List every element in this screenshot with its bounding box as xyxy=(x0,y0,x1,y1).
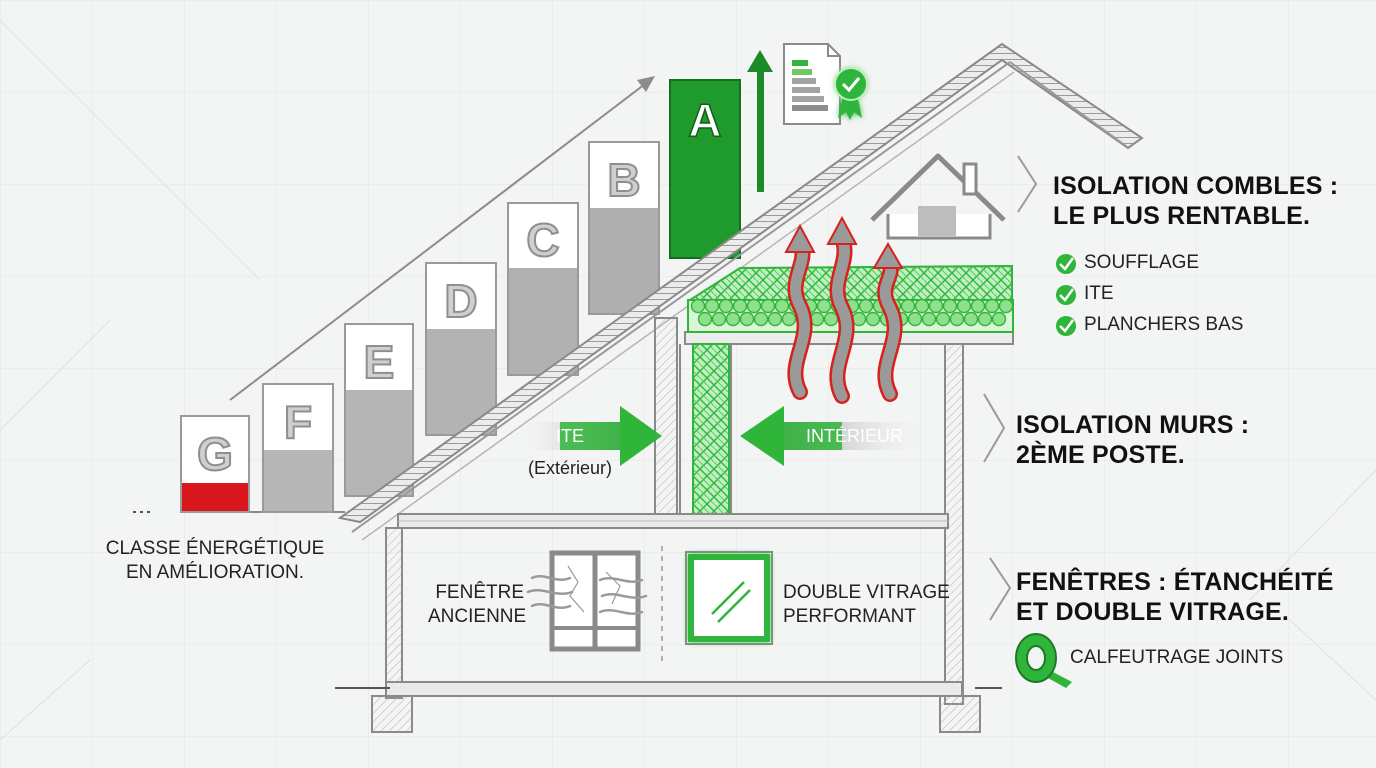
checklist-label: PLANCHERS BAS xyxy=(1084,314,1244,335)
check-icon xyxy=(1056,254,1076,274)
insulation-roll xyxy=(823,311,839,327)
insulation-roll xyxy=(956,298,972,314)
insulation-roll xyxy=(725,311,741,327)
combles-heading: ISOLATION COMBLES : LE PLUS RENTABLE. xyxy=(1053,171,1338,231)
insulation-roll xyxy=(949,311,965,327)
insulation-roll xyxy=(928,298,944,314)
insulation-roll xyxy=(900,298,916,314)
interior-arrow xyxy=(740,406,930,466)
energy-class-bar-b: B xyxy=(588,141,660,315)
checklist-label: SOUFFLAGE xyxy=(1084,252,1200,273)
insulation-roll xyxy=(732,298,748,314)
energy-class-caption: CLASSE ÉNERGÉTIQUE EN AMÉLIORATION. xyxy=(100,537,330,585)
interior-label: INTÉRIEUR xyxy=(806,426,904,446)
tape-label: CALFEUTRAGE JOINTS xyxy=(1070,647,1283,669)
insulation-roll xyxy=(970,298,986,314)
insulation-roll xyxy=(697,311,713,327)
insulation-roll xyxy=(935,311,951,327)
check-icon xyxy=(1056,285,1076,305)
caption-line: CLASSE ÉNERGÉTIQUE xyxy=(105,538,325,559)
insulation-roll xyxy=(753,311,769,327)
section-chevrons xyxy=(983,155,1038,621)
energy-class-bar-c: C xyxy=(507,202,579,376)
energy-class-letter: D xyxy=(444,275,477,327)
ite-arrow xyxy=(520,406,662,466)
checklist-item: PLANCHERS BAS xyxy=(1084,314,1243,336)
label-line: FENÊTRE xyxy=(435,582,524,603)
checklist-item: ITE xyxy=(1084,283,1114,305)
old-window xyxy=(526,550,648,652)
energy-class-letter: E xyxy=(364,336,395,388)
certificate-icon xyxy=(783,43,868,125)
energy-class-bar-e: E xyxy=(344,323,414,497)
insulation-roll xyxy=(977,311,993,327)
insulation-roll xyxy=(921,311,937,327)
tape-label-text: CALFEUTRAGE JOINTS xyxy=(1070,647,1284,668)
energy-class-letter: C xyxy=(526,214,559,266)
energy-class-bar-f: F xyxy=(262,383,334,513)
label-line: DOUBLE VITRAGE xyxy=(783,582,950,603)
heading-line: FENÊTRES : ÉTANCHÉITÉ xyxy=(1016,568,1334,596)
insulation-roll xyxy=(718,298,734,314)
insulation-roll xyxy=(781,311,797,327)
energy-class-bar-a: A xyxy=(669,79,741,259)
heat-arrow-icon xyxy=(784,215,904,404)
insulation-roll xyxy=(746,298,762,314)
new-window xyxy=(685,551,773,645)
insulation-roll xyxy=(991,311,1007,327)
insulation-roll xyxy=(914,298,930,314)
insulation-roll xyxy=(690,298,706,314)
energy-class-bar-d: D xyxy=(425,262,497,436)
heading-line: ISOLATION MURS : xyxy=(1016,411,1250,439)
insulation-roll xyxy=(704,298,720,314)
energy-class-letter: A xyxy=(688,94,721,146)
heading-line: LE PLUS RENTABLE. xyxy=(1053,202,1311,230)
heading-line: 2ÈME POSTE. xyxy=(1016,441,1185,469)
insulation-roll xyxy=(774,298,790,314)
checklist-label: ITE xyxy=(1084,283,1114,304)
label-line: PERFORMANT xyxy=(783,606,916,627)
new-window-label: DOUBLE VITRAGE PERFORMANT xyxy=(783,581,950,629)
caption-line: EN AMÉLIORATION. xyxy=(125,562,305,583)
insulation-roll xyxy=(711,311,727,327)
ite-sub-label: (Extérieur) xyxy=(528,458,613,478)
check-icon xyxy=(1056,316,1076,336)
fenetres-heading: FENÊTRES : ÉTANCHÉITÉ ET DOUBLE VITRAGE. xyxy=(1016,567,1334,627)
up-arrow-icon xyxy=(747,50,773,192)
background-lines xyxy=(0,19,1376,741)
insulation-roll xyxy=(865,311,881,327)
heading-line: ET DOUBLE VITRAGE. xyxy=(1016,598,1290,626)
ite-label: ITE xyxy=(556,426,585,446)
house-structure xyxy=(335,317,1014,733)
insulation-roll xyxy=(907,311,923,327)
insulation-roll xyxy=(760,298,776,314)
old-window-label: FENÊTRE ANCIENNE xyxy=(428,581,527,629)
insulation-roll xyxy=(963,311,979,327)
insulation-roll xyxy=(984,298,1000,314)
energy-class-bar-g: G xyxy=(180,415,250,513)
insulation-roll xyxy=(816,298,832,314)
insulation-roll xyxy=(998,298,1014,314)
heading-line: ISOLATION COMBLES : xyxy=(1053,172,1339,200)
insulation-roll xyxy=(739,311,755,327)
murs-heading: ISOLATION MURS : 2ÈME POSTE. xyxy=(1016,410,1249,470)
energy-class-letter: F xyxy=(284,396,312,448)
insulation-roll xyxy=(858,298,874,314)
checklist-item: SOUFFLAGE xyxy=(1084,252,1199,274)
insulation-roll xyxy=(767,311,783,327)
house-icon xyxy=(870,153,1006,240)
insulation-roll xyxy=(942,298,958,314)
energy-class-letter: B xyxy=(607,154,640,206)
trend-arrow xyxy=(229,76,655,401)
label-line: ANCIENNE xyxy=(428,606,527,627)
energy-class-letter: G xyxy=(197,428,233,480)
tape-roll-icon xyxy=(1015,633,1072,688)
